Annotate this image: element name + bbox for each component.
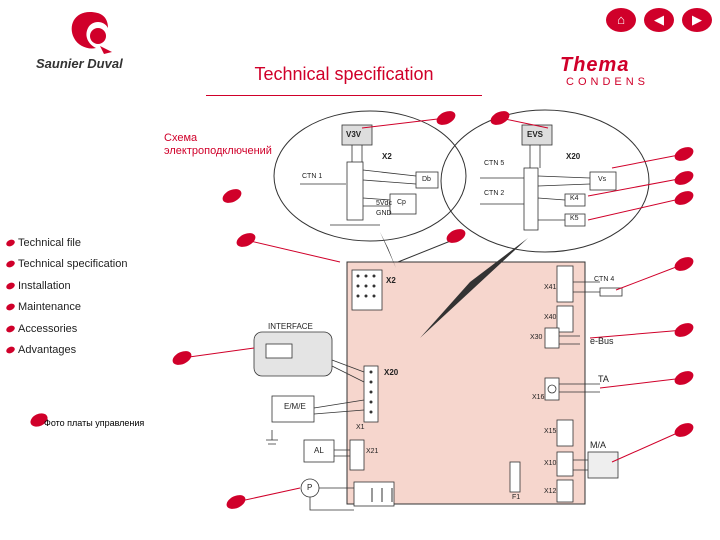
- label-5vdc: 5Vdc: [376, 200, 392, 207]
- label-fuse: F1: [512, 494, 521, 501]
- saunier-duval-logo: [60, 6, 120, 56]
- connector-x16-block: [544, 377, 560, 401]
- label-x16: X16: [532, 394, 545, 401]
- label-ma: M/A: [590, 440, 607, 450]
- menu-label: Advantages: [18, 344, 77, 357]
- label-evs: EVS: [527, 130, 544, 139]
- label-x10: X10: [544, 460, 557, 467]
- home-icon[interactable]: ⌂: [606, 8, 636, 32]
- ctn4-sensor: [599, 287, 623, 297]
- terminal-block: [353, 481, 395, 507]
- label-x41: X41: [544, 284, 557, 291]
- label-x20-detail: X20: [566, 152, 581, 161]
- label-db: Db: [422, 176, 431, 183]
- v3v-box: [341, 124, 373, 146]
- label-x2-board: X2: [386, 276, 396, 285]
- menu-label: Technical file: [18, 236, 81, 249]
- label-cp: Cp: [397, 199, 406, 206]
- label-ctn5: CTN 5: [484, 160, 505, 167]
- connector-x20-block: [363, 365, 379, 423]
- label-al: AL: [314, 446, 324, 455]
- menu-label: Maintenance: [18, 301, 81, 314]
- fuse-block: [509, 461, 521, 493]
- connector-x41-block: [556, 265, 574, 303]
- photo-caption: Фото платы управления: [44, 418, 145, 428]
- eme-box: [271, 395, 315, 423]
- menu-item-advantages[interactable]: Advantages: [5, 340, 127, 362]
- label-gnd: GND: [376, 210, 392, 217]
- label-ta: TA: [598, 374, 609, 384]
- label-ctn1: CTN 1: [302, 173, 323, 180]
- label-x30: X30: [530, 334, 543, 341]
- connector-x40-block: [556, 305, 574, 333]
- label-interface: INTERFACE: [268, 322, 313, 331]
- label-k4: K4: [570, 195, 579, 202]
- connector-x15-block: [556, 419, 574, 447]
- interface-panel: [253, 331, 333, 377]
- pointer-left: [380, 232, 396, 268]
- connector-x21-block: [349, 439, 365, 471]
- x2-detail-block: [346, 161, 364, 221]
- arrow-left-icon[interactable]: ◀: [644, 8, 674, 32]
- menu-label: Accessories: [18, 322, 78, 335]
- x20-detail-block: [523, 167, 539, 231]
- caption-line-2: электроподключений: [164, 145, 272, 157]
- label-ctn4: CTN 4: [594, 276, 615, 283]
- detail-circle-right: [440, 109, 650, 253]
- wiring-diagram-caption: Схема электроподключений: [164, 132, 272, 158]
- label-x20-board: X20: [384, 368, 399, 377]
- side-menu: Technical file Technical specification I…: [5, 232, 128, 362]
- ta-connector: [547, 384, 557, 394]
- vs-box: [589, 171, 617, 191]
- label-x2-detail: X2: [382, 152, 392, 161]
- label-x1: X1: [356, 424, 365, 431]
- menu-item-installation[interactable]: Installation: [5, 275, 127, 297]
- title-underline: [206, 95, 482, 96]
- menu-item-technical-file[interactable]: Technical file: [5, 232, 127, 254]
- product-logo-thema: Thema: [560, 54, 630, 76]
- label-x21: X21: [366, 448, 379, 455]
- detail-circle-left: [273, 110, 467, 242]
- evs-box: [521, 124, 553, 146]
- connector-x30-block: [544, 327, 560, 349]
- ma-switch: [587, 451, 619, 479]
- menu-label: Installation: [18, 279, 71, 292]
- label-eme: E/M/E: [284, 402, 306, 411]
- menu-item-accessories[interactable]: Accessories: [5, 318, 127, 340]
- label-ctn2: CTN 2: [484, 190, 505, 197]
- label-vs: Vs: [598, 176, 607, 183]
- connector-x10-block: [556, 451, 574, 477]
- menu-label: Technical specification: [18, 258, 128, 271]
- arrow-right-icon[interactable]: ▶: [682, 8, 712, 32]
- caption-line-1: Схема: [164, 132, 198, 144]
- label-x15: X15: [544, 428, 557, 435]
- label-x40: X40: [544, 314, 557, 321]
- page-title: Technical specification: [254, 64, 434, 84]
- label-ebus: e-Bus: [590, 336, 614, 346]
- label-k5: K5: [570, 215, 579, 222]
- label-p: P: [307, 483, 313, 492]
- cp-box: [389, 193, 417, 215]
- menu-item-technical-specification[interactable]: Technical specification: [5, 254, 128, 276]
- label-v3v: V3V: [346, 130, 362, 139]
- db-box: [415, 171, 439, 189]
- pointer-right: [420, 238, 528, 338]
- al-box: [303, 439, 335, 463]
- product-logo-condens: CONDENS: [566, 76, 650, 88]
- label-x12: X12: [544, 488, 557, 495]
- menu-item-maintenance[interactable]: Maintenance: [5, 297, 127, 319]
- brand-name: Saunier Duval: [36, 56, 123, 71]
- connector-x12-block: [556, 479, 574, 503]
